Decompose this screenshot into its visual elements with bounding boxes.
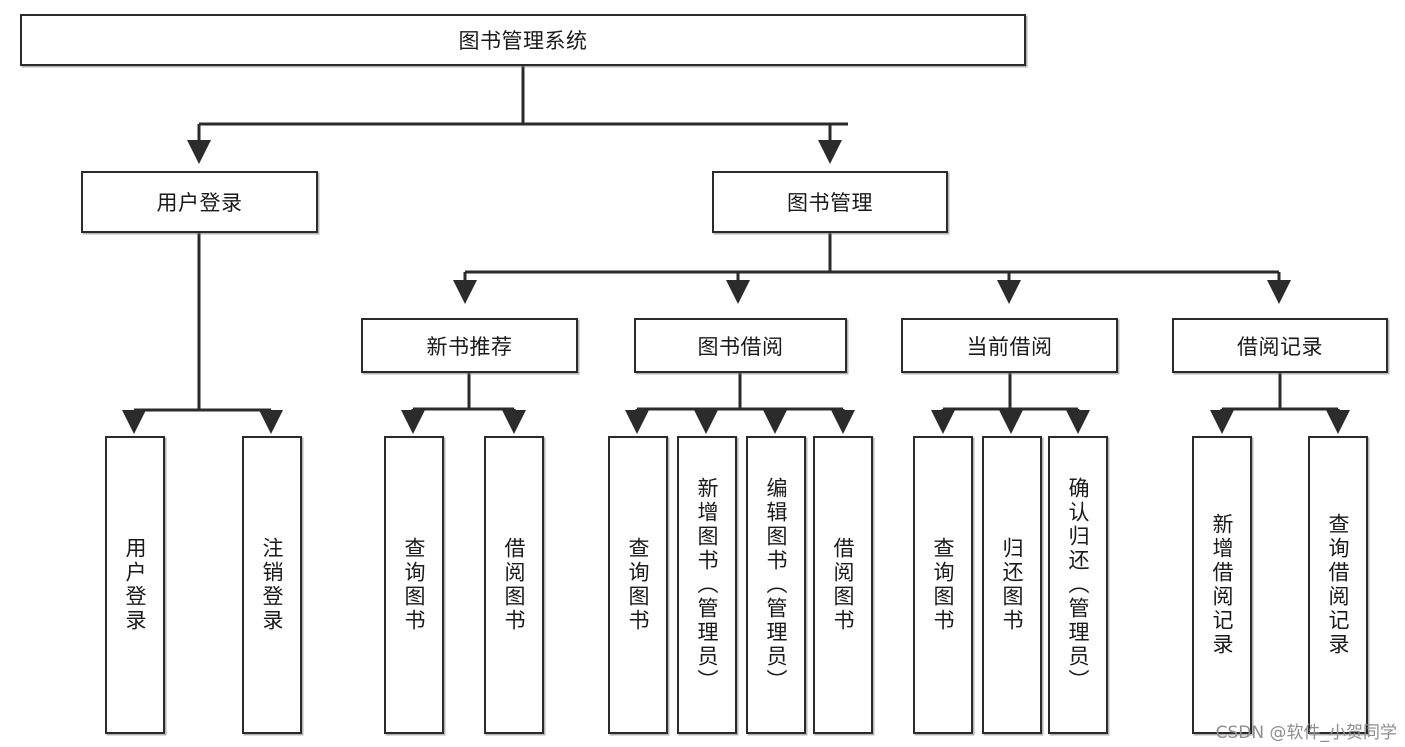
leaf-book-borrow-query[interactable]: 查询图书 [608,436,668,734]
leaf-user-login-logout[interactable]: 注销登录 [242,436,302,734]
leaf-new-book-query[interactable]: 查询图书 [384,436,444,734]
leaf-label: 新增图书（管理员） [695,477,720,693]
leaf-label: 确认归还（管理员） [1066,477,1091,693]
leaf-book-borrow-add[interactable]: 新增图书（管理员） [677,436,737,734]
node-book-borrow[interactable]: 图书借阅 [634,318,847,373]
leaf-label: 借阅图书 [831,537,856,633]
node-user-login[interactable]: 用户登录 [81,171,318,233]
leaf-borrow-record-query[interactable]: 查询借阅记录 [1308,436,1368,734]
node-current-borrow[interactable]: 当前借阅 [901,318,1118,373]
node-book-management[interactable]: 图书管理 [712,171,948,233]
leaf-label: 注销登录 [260,537,285,633]
leaf-book-borrow-edit[interactable]: 编辑图书（管理员） [746,436,806,734]
leaf-label: 借阅图书 [502,537,527,633]
leaf-label: 归还图书 [1000,537,1025,633]
node-borrow-record[interactable]: 借阅记录 [1172,318,1388,373]
leaf-label: 查询图书 [931,537,956,633]
node-root[interactable]: 图书管理系统 [20,14,1026,66]
node-new-book-recommend[interactable]: 新书推荐 [361,318,578,373]
leaf-user-login-login[interactable]: 用户登录 [105,436,165,734]
watermark-text: CSDN @软件_小贺同学 [1215,723,1397,743]
leaf-borrow-record-add[interactable]: 新增借阅记录 [1192,436,1252,734]
leaf-label: 查询图书 [626,537,651,633]
leaf-label: 用户登录 [123,537,148,633]
leaf-new-book-borrow[interactable]: 借阅图书 [484,436,544,734]
leaf-current-borrow-confirm[interactable]: 确认归还（管理员） [1048,436,1108,734]
leaf-current-borrow-query[interactable]: 查询图书 [913,436,973,734]
leaf-label: 查询图书 [402,537,427,633]
leaf-label: 编辑图书（管理员） [764,477,789,693]
leaf-label: 新增借阅记录 [1210,513,1235,657]
leaf-current-borrow-return[interactable]: 归还图书 [982,436,1042,734]
leaf-label: 查询借阅记录 [1326,513,1351,657]
leaf-book-borrow-borrow[interactable]: 借阅图书 [813,436,873,734]
